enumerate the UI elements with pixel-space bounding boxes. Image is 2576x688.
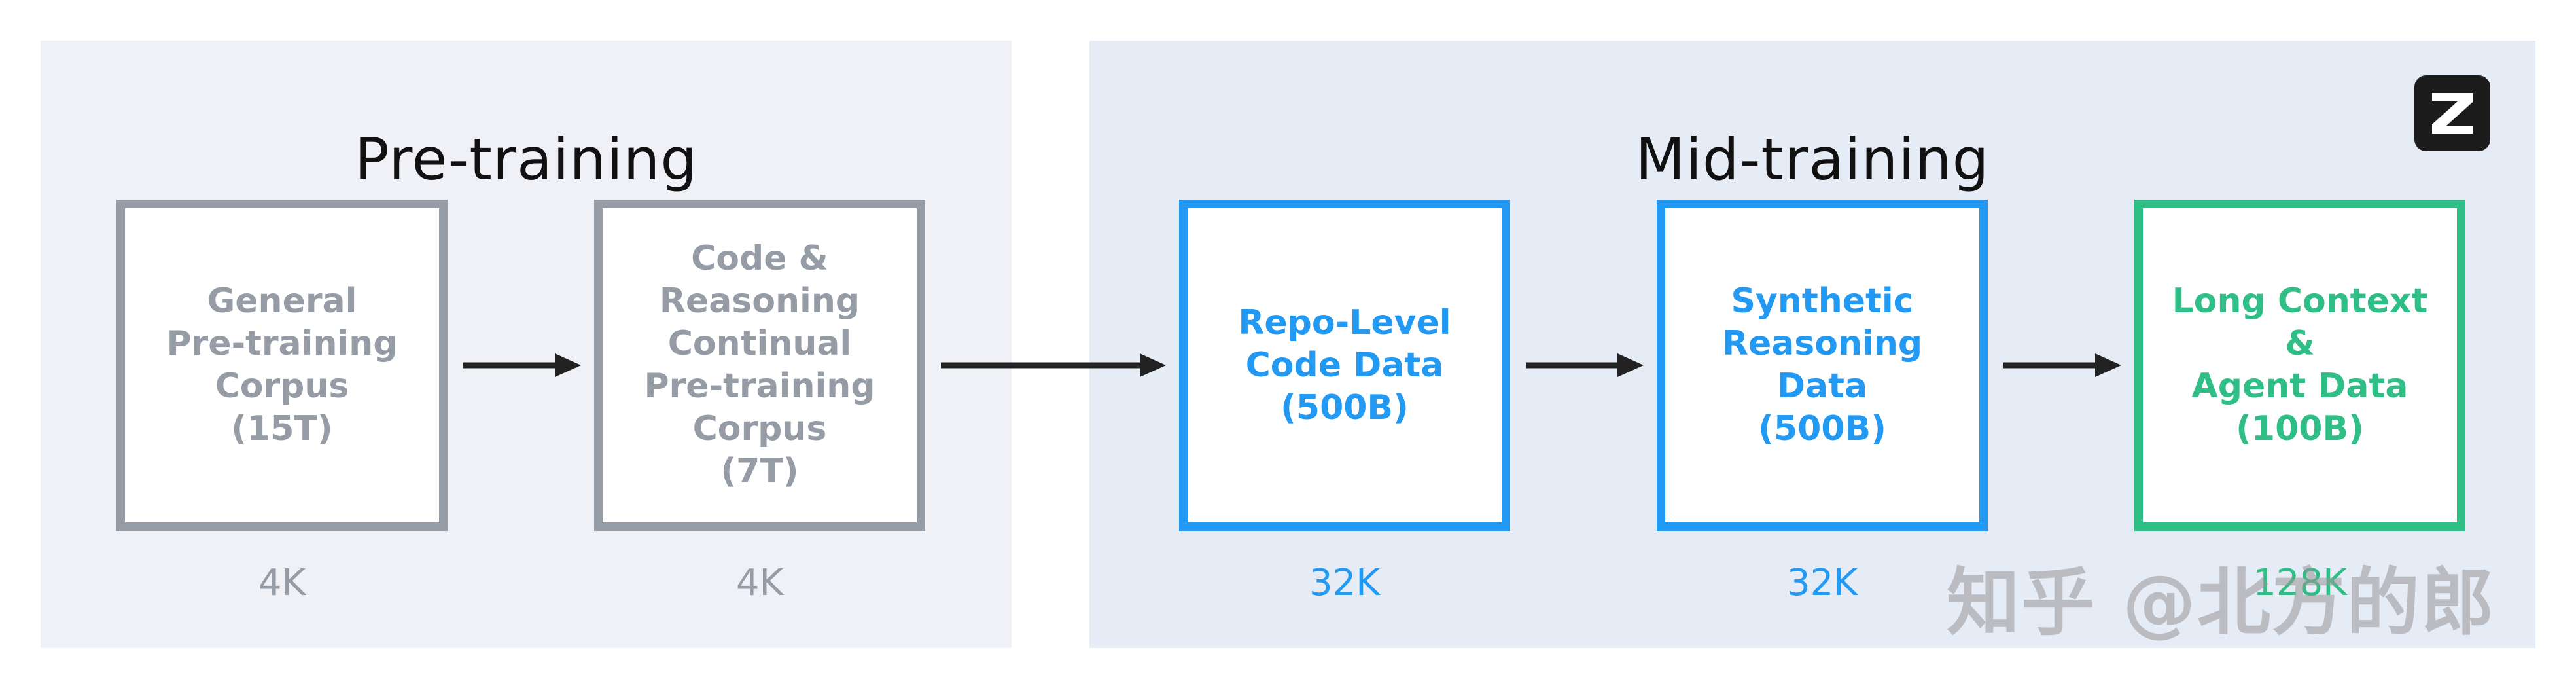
stage-label: Long Context & Agent Data (100B)	[2172, 281, 2428, 448]
arrow-right-icon	[941, 353, 1166, 377]
arrow-right-icon	[463, 353, 581, 377]
watermark: 知乎 @北方的郎	[1947, 560, 2496, 645]
context-length-label: 32K	[1787, 562, 1858, 604]
stage-label: Code & Reasoning Continual Pre-training …	[644, 239, 875, 491]
midtraining-title: Mid-training	[1635, 126, 1990, 193]
stage-label: General Pre-training Corpus (15T)	[166, 281, 398, 448]
context-length-label: 4K	[258, 562, 306, 604]
z-logo-icon	[2414, 75, 2490, 151]
stage-synthetic-reasoning-data: Synthetic Reasoning Data (500B)	[1657, 200, 1988, 531]
arrow-right-icon	[1526, 353, 1644, 377]
stage-label: Synthetic Reasoning Data (500B)	[1721, 281, 1923, 448]
pretraining-title: Pre-training	[354, 126, 698, 193]
stage-general-pretraining-corpus: General Pre-training Corpus (15T)	[116, 200, 448, 531]
stage-repo-level-code-data: Repo-Level Code Data (500B)	[1179, 200, 1510, 531]
stage-code-reasoning-continual-pretraining: Code & Reasoning Continual Pre-training …	[594, 200, 925, 531]
context-length-label: 128K	[2253, 562, 2347, 604]
context-length-label: 32K	[1309, 562, 1380, 604]
stage-label: Repo-Level Code Data (500B)	[1238, 302, 1451, 427]
arrow-right-icon	[2003, 353, 2121, 377]
stage-long-context-agent-data: Long Context & Agent Data (100B)	[2134, 200, 2465, 531]
context-length-label: 4K	[735, 562, 784, 604]
